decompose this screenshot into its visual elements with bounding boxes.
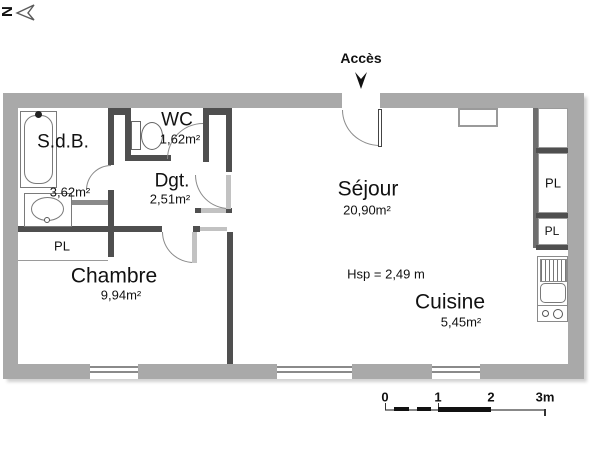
- wall-cavity-cap-wc-sejour: [203, 108, 232, 115]
- wall-chambre-door-post: [193, 226, 200, 232]
- wall-right: [568, 108, 584, 379]
- room-label-dgt: Dgt.: [154, 170, 190, 192]
- access-arrow-icon: [355, 72, 367, 89]
- scale-tick-label: 3m: [535, 389, 555, 405]
- toilet-bowl: [141, 122, 163, 150]
- hob-burner-large: [553, 309, 563, 319]
- wall-sink-nook-stub: [70, 200, 108, 205]
- wall-wc-bottom: [125, 155, 171, 161]
- window-glazing-line: [277, 366, 352, 368]
- wall-chambre-top: [18, 226, 162, 232]
- toilet-tank: [131, 121, 141, 150]
- room-area-cuisine: 5,45m²: [440, 314, 482, 330]
- closet-label-chambre: PL: [54, 238, 70, 254]
- window-sejour: [277, 364, 352, 379]
- closet-label-upper: PL: [545, 175, 561, 191]
- kitchen-drainer: [540, 259, 567, 282]
- bathtub-faucet: [35, 111, 42, 118]
- wall-dgt-stub: [195, 208, 232, 213]
- scale-tick-label: 0: [381, 389, 389, 405]
- wall-top-right: [380, 93, 584, 108]
- closet-label-lower: PL: [544, 224, 560, 238]
- window-cuisine: [432, 364, 480, 379]
- wall-sdb-lower-post: [108, 190, 114, 257]
- scale-tick-label: 1: [434, 389, 442, 405]
- scale-segment-solid: [438, 406, 491, 412]
- wall-cavity-cap-sdb-wc: [108, 108, 131, 115]
- room-label-sejour: Séjour: [337, 177, 399, 201]
- bathtub-basin: [24, 115, 53, 184]
- room-label-cuisine: Cuisine: [414, 290, 486, 314]
- wall-left: [3, 108, 18, 379]
- closet-separator: [536, 148, 568, 153]
- room-label-wc: WC: [161, 109, 193, 131]
- wall-dgt-sejour: [226, 108, 232, 172]
- door-leaf-chambre: [192, 232, 197, 263]
- wall-wc-right: [203, 108, 209, 162]
- north-letter: N: [0, 6, 15, 17]
- north-arrow-icon: [15, 4, 35, 21]
- hob-burner-small: [542, 310, 549, 317]
- room-area-dgt: 2,51m²: [149, 191, 191, 207]
- closet-pl-upper: [538, 153, 568, 213]
- window-glazing-line: [432, 366, 480, 368]
- wall-sdb-right-upper: [108, 108, 114, 165]
- washbasin-drain: [44, 217, 50, 223]
- window-glazing-line: [277, 371, 352, 373]
- closet-separator: [536, 245, 568, 250]
- window-glazing-line: [90, 366, 138, 368]
- radiator: [458, 108, 498, 127]
- room-area-sejour: 20,90m²: [343, 202, 391, 218]
- window-glazing-line: [432, 371, 480, 373]
- scale-tick-label: 2: [487, 389, 495, 405]
- room-area-chambre: 9,94m²: [100, 287, 142, 303]
- wall-chambre-sejour: [227, 232, 233, 364]
- wall-bottom-4: [480, 364, 584, 379]
- scale-tick: [384, 403, 386, 410]
- scale-segment-dash: [417, 407, 431, 411]
- wall-wc-left: [125, 108, 131, 160]
- wall-top-left: [3, 93, 342, 108]
- window-chambre-left: [90, 364, 138, 379]
- closet-chambre-box: [18, 232, 108, 261]
- closet-top-box: [538, 108, 568, 148]
- wall-bottom-2: [138, 364, 277, 379]
- room-area-wc: 1,62m²: [159, 131, 201, 147]
- wall-closet-column: [533, 108, 538, 248]
- access-label: Accès: [340, 50, 382, 66]
- wall-dgt-stub-post-left: [195, 208, 201, 213]
- scale-tick: [544, 409, 546, 416]
- wall-bottom-1: [3, 364, 90, 379]
- window-glazing-line: [90, 371, 138, 373]
- door-leaf-entrance: [378, 109, 382, 147]
- closet-pl-lower: [538, 218, 568, 245]
- wall-chambre-top-light: [200, 227, 227, 231]
- room-label-chambre: Chambre: [70, 264, 158, 288]
- door-leaf-sejour: [226, 175, 231, 209]
- room-area-sdb: 3,62m²: [49, 184, 91, 200]
- kitchen-sink: [540, 283, 566, 303]
- wall-dgt-stub-post-right: [226, 208, 232, 213]
- ceiling-height-label: Hsp = 2,49 m: [347, 266, 425, 282]
- room-label-sdb: S.d.B.: [37, 131, 89, 153]
- scale-segment-dash: [394, 407, 409, 411]
- closet-separator: [536, 213, 568, 218]
- kitchen-hob: [537, 305, 568, 322]
- wall-bottom-3: [352, 364, 432, 379]
